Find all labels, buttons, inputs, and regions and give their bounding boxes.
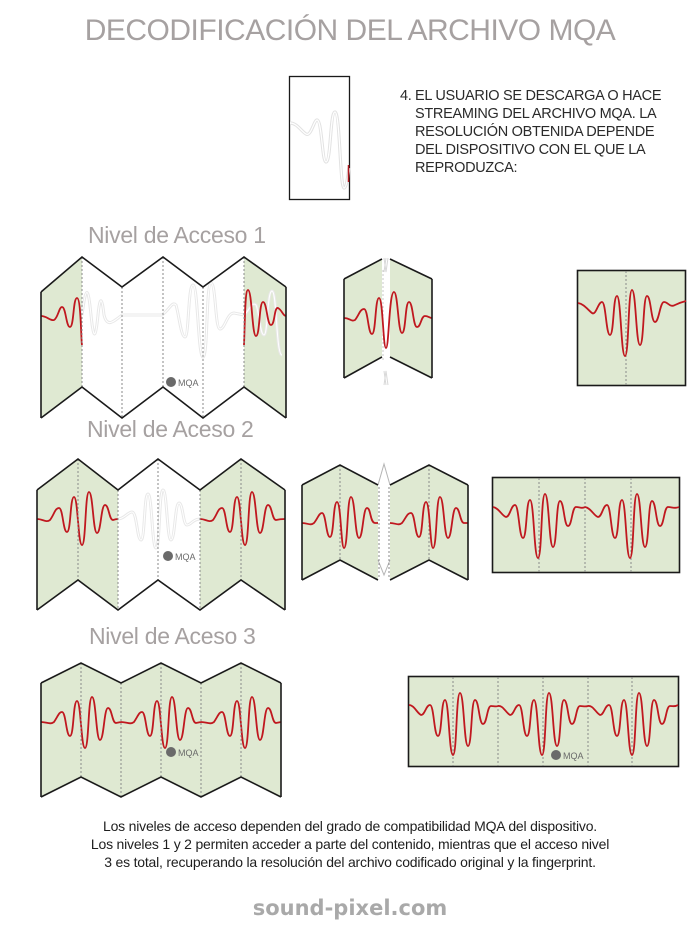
mqa-logo-icon: MQA — [163, 551, 196, 562]
svg-text:MQA: MQA — [563, 751, 584, 761]
level-1-folded-file: MQA — [40, 255, 287, 420]
footer-line: Los niveles de acceso dependen del grado… — [103, 818, 597, 834]
level-2-result-panel — [491, 476, 681, 574]
level-2-partial-unfold — [301, 462, 469, 581]
level-1-title: Nivel de Acceso 1 — [88, 222, 266, 248]
step-line: REPRODUZCA: — [415, 160, 518, 176]
step-line: EL USUARIO SE DESCARGA O HACE — [415, 88, 662, 104]
level-3-title: Nivel de Aceso 3 — [89, 623, 256, 649]
level-3-result-panel: MQA — [407, 675, 680, 768]
level-3-folded-file: MQA — [40, 662, 282, 798]
site-brand: sound-pixel.com — [252, 896, 448, 920]
level-1-result-panel — [576, 269, 687, 387]
level-2-folded-file: MQA — [36, 457, 286, 611]
mqa-logo-icon: MQA — [166, 747, 199, 758]
step-number: 4. — [400, 88, 412, 104]
mqa-logo-icon: MQA — [551, 750, 584, 761]
footer-explanation: Los niveles de acceso dependen del grado… — [0, 817, 700, 871]
svg-text:MQA: MQA — [175, 552, 196, 562]
svg-text:MQA: MQA — [178, 748, 199, 758]
footer-line: 3 es total, recuperando la resolución de… — [104, 854, 596, 870]
step-line: RESOLUCIÓN OBTENIDA DEPENDE — [415, 124, 655, 140]
svg-text:MQA: MQA — [178, 378, 199, 388]
page-title: DECODIFICACIÓN DEL ARCHIVO MQA — [84, 14, 616, 47]
source-file-panel — [288, 75, 351, 201]
level-2-title: Nivel de Aceso 2 — [87, 416, 254, 442]
step-4-description: 4. EL USUARIO SE DESCARGA O HACE STREAMI… — [400, 87, 700, 177]
level-1-partial-unfold — [343, 257, 433, 386]
mqa-logo-icon: MQA — [166, 377, 199, 388]
step-line: DEL DISPOSITIVO CON EL QUE LA — [415, 142, 646, 158]
footer-line: Los niveles 1 y 2 permiten acceder a par… — [90, 836, 610, 852]
step-line: STREAMING DEL ARCHIVO MQA. LA — [415, 106, 657, 122]
